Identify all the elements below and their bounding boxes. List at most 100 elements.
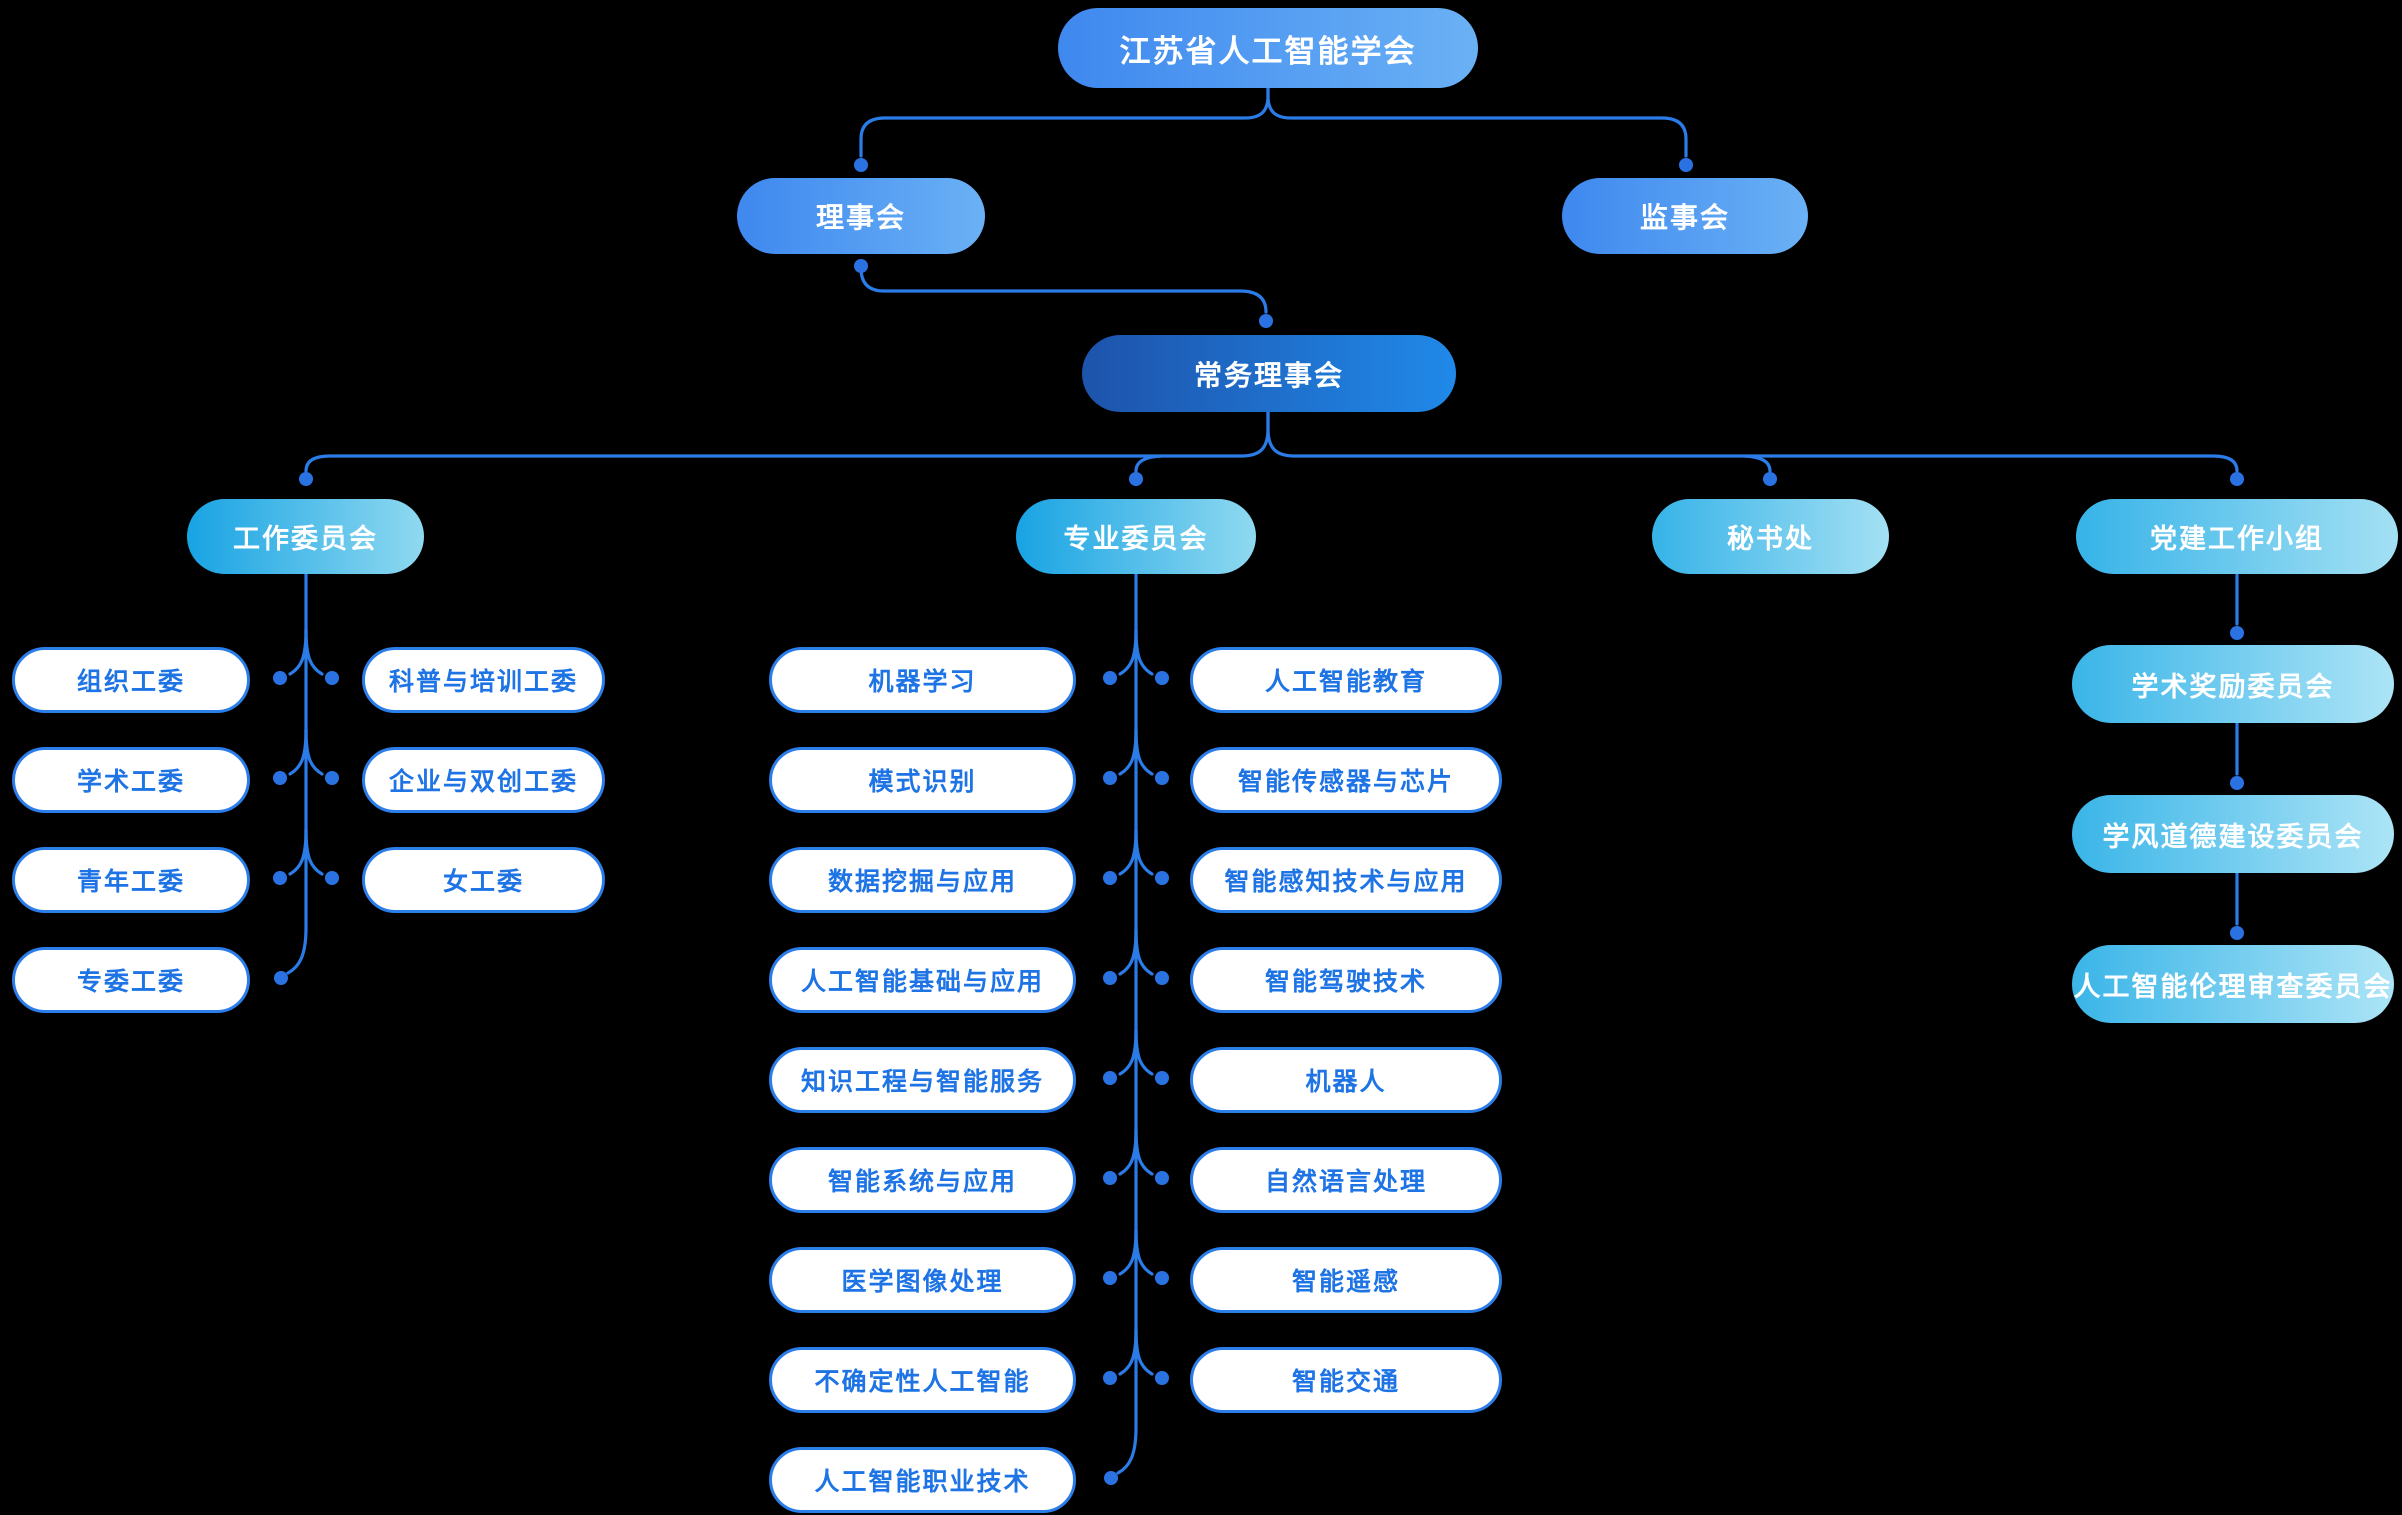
connector-line: [859, 266, 1268, 314]
connector-dot: [1155, 771, 1169, 785]
connector-line: [288, 728, 308, 776]
professional-committee-pill: 人工智能教育: [1190, 647, 1502, 713]
connector-line: [1134, 1128, 1154, 1176]
connector-dot: [325, 671, 339, 685]
connector-line: [1118, 628, 1138, 676]
connector-line: [288, 628, 308, 676]
connector-dot: [325, 771, 339, 785]
org-node-work: 工作委员会: [187, 499, 424, 574]
professional-committee-pill: 智能交通: [1190, 1347, 1502, 1413]
professional-committee-pill: 不确定性人工智能: [769, 1347, 1076, 1413]
connector-line: [304, 410, 1270, 473]
org-node-secretariat: 秘书处: [1652, 499, 1889, 574]
connector-dot: [1104, 1471, 1118, 1485]
connector-line: [1134, 454, 1164, 473]
professional-committee-pill: 人工智能职业技术: [769, 1447, 1076, 1513]
org-node-party: 党建工作小组: [2076, 499, 2398, 574]
connector-dot: [1155, 671, 1169, 685]
connector-line: [1116, 572, 1138, 1475]
connector-line: [1118, 1028, 1138, 1076]
connector-dot: [1679, 158, 1693, 172]
connector-dot: [1129, 472, 1143, 486]
connector-line: [1118, 928, 1138, 976]
connector-dot: [2230, 926, 2244, 940]
connector-dot: [274, 971, 288, 985]
connector-line: [288, 828, 308, 876]
connector-dot: [1155, 1371, 1169, 1385]
connector-dot: [1103, 1371, 1117, 1385]
connector-dot: [299, 472, 313, 486]
connector-line: [1134, 628, 1154, 676]
connector-line: [304, 628, 324, 676]
connector-line: [1134, 828, 1154, 876]
connector-line: [286, 572, 308, 975]
connector-dot: [1103, 1071, 1117, 1085]
professional-committee-pill: 机器学习: [769, 647, 1076, 713]
professional-committee-pill: 模式识别: [769, 747, 1076, 813]
work-committee-pill: 企业与双创工委: [362, 747, 605, 813]
org-node-root: 江苏省人工智能学会: [1058, 8, 1478, 88]
org-node-supervisory: 监事会: [1562, 178, 1808, 254]
connector-dot: [2230, 626, 2244, 640]
connector-line: [1134, 1328, 1154, 1376]
professional-committee-pill: 医学图像处理: [769, 1247, 1076, 1313]
work-committee-pill: 组织工委: [12, 647, 250, 713]
work-committee-pill: 青年工委: [12, 847, 250, 913]
org-node-standing: 常务理事会: [1082, 335, 1456, 412]
work-committee-pill: 专委工委: [12, 947, 250, 1013]
work-committee-pill: 女工委: [362, 847, 605, 913]
professional-committee-pill: 知识工程与智能服务: [769, 1047, 1076, 1113]
connector-line: [304, 828, 324, 876]
connector-dot: [2230, 776, 2244, 790]
connector-line: [1134, 1228, 1154, 1276]
connector-line: [1134, 1028, 1154, 1076]
connector-dot: [854, 158, 868, 172]
connector-line: [304, 728, 324, 776]
connector-line: [1742, 454, 1772, 473]
connector-line: [1134, 928, 1154, 976]
party-committee-pill: 人工智能伦理审查委员会: [2072, 945, 2394, 1023]
connector-dot: [1155, 1071, 1169, 1085]
professional-committee-pill: 智能系统与应用: [769, 1147, 1076, 1213]
professional-committee-pill: 智能传感器与芯片: [1190, 747, 1502, 813]
connector-line: [1118, 828, 1138, 876]
connector-dot: [2230, 472, 2244, 486]
connector-dot: [1155, 1171, 1169, 1185]
connector-dot: [854, 259, 868, 273]
party-committee-pill: 学风道德建设委员会: [2072, 795, 2394, 873]
connector-dot: [273, 871, 287, 885]
connector-dot: [1155, 871, 1169, 885]
connector-dot: [1763, 472, 1777, 486]
connector-line: [1118, 728, 1138, 776]
connector-dot: [1103, 1171, 1117, 1185]
professional-committee-pill: 自然语言处理: [1190, 1147, 1502, 1213]
connector-dot: [273, 671, 287, 685]
professional-committee-pill: 智能遥感: [1190, 1247, 1502, 1313]
org-node-council: 理事会: [737, 178, 985, 254]
professional-committee-pill: 智能感知技术与应用: [1190, 847, 1502, 913]
work-committee-pill: 学术工委: [12, 747, 250, 813]
professional-committee-pill: 人工智能基础与应用: [769, 947, 1076, 1013]
connector-line: [1118, 1128, 1138, 1176]
professional-committee-pill: 数据挖掘与应用: [769, 847, 1076, 913]
connector-dot: [1103, 871, 1117, 885]
connector-dot: [1103, 671, 1117, 685]
connector-dot: [1155, 971, 1169, 985]
work-committee-pill: 科普与培训工委: [362, 647, 605, 713]
connector-line: [859, 86, 1270, 158]
org-node-professional: 专业委员会: [1016, 499, 1256, 574]
connector-line: [1266, 86, 1688, 158]
professional-committee-pill: 机器人: [1190, 1047, 1502, 1113]
connector-line: [1134, 728, 1154, 776]
connector-dot: [273, 771, 287, 785]
connector-dot: [1259, 314, 1273, 328]
professional-committee-pill: 智能驾驶技术: [1190, 947, 1502, 1013]
connector-dot: [1103, 971, 1117, 985]
connector-dot: [1103, 1271, 1117, 1285]
connector-dot: [325, 871, 339, 885]
party-committee-pill: 学术奖励委员会: [2072, 645, 2394, 723]
connector-dot: [1155, 1271, 1169, 1285]
connector-line: [1118, 1228, 1138, 1276]
